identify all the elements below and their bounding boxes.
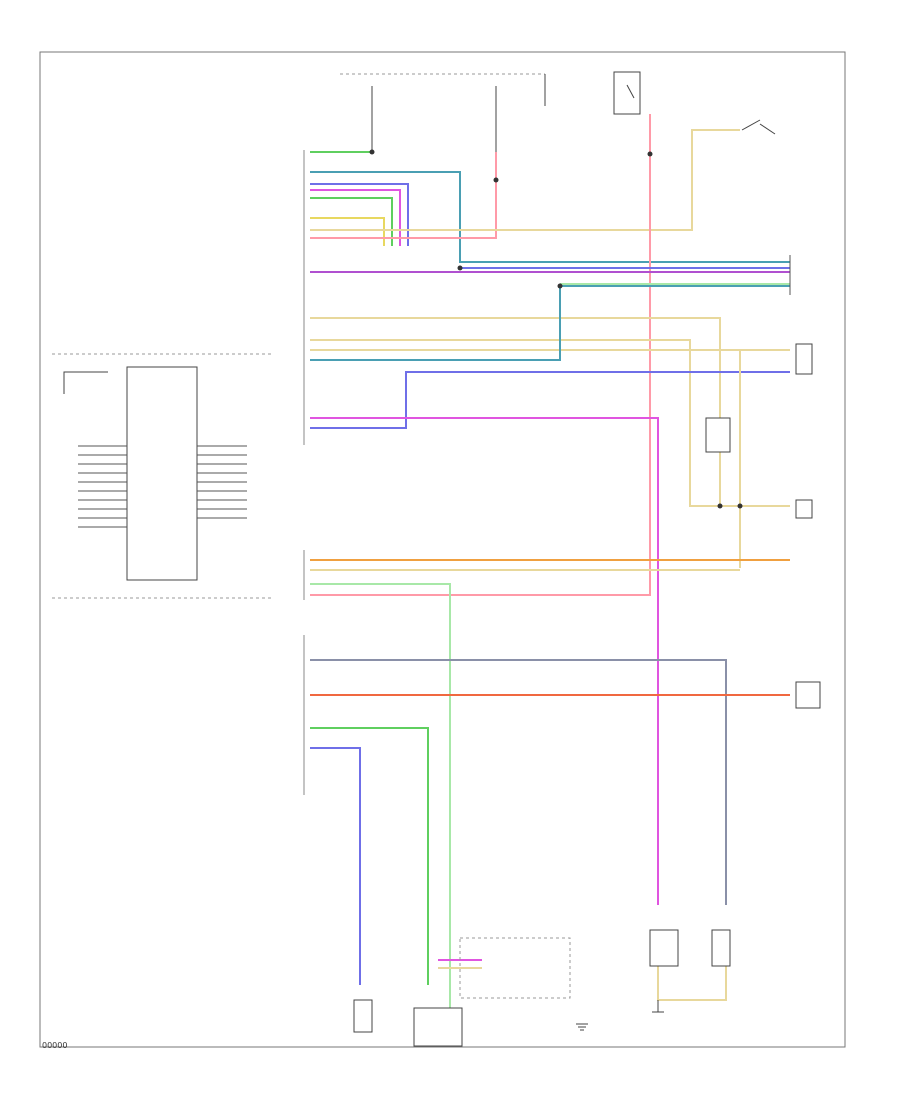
switch-right-relay (705, 417, 731, 453)
wire-teal-top (310, 171, 790, 263)
bottom-sensor-left (353, 999, 373, 1033)
shield-icon (63, 371, 108, 394)
wire-slate (310, 659, 727, 905)
pin-rail-right (197, 445, 247, 519)
module-pinout (52, 353, 272, 599)
sensor-right-3 (795, 681, 821, 709)
wire-tan-top (310, 129, 740, 231)
wire-light-green-lower (310, 727, 429, 985)
wire-tan-ground (657, 960, 727, 1001)
bottom-module-box (413, 1007, 463, 1047)
wire-green-teal (310, 286, 561, 361)
wire-light-green-low (310, 583, 451, 1010)
wire-yellow-top (310, 217, 385, 246)
ignition-switch (613, 71, 641, 115)
diagram-id: 00000 (42, 1041, 67, 1050)
wire-blue-lower (310, 747, 361, 985)
bottom-sensor-enclosure (459, 937, 571, 999)
bottom-switch-right (711, 929, 731, 967)
wire-magenta-top (310, 189, 401, 246)
bottom-relay-right (649, 929, 679, 967)
wire-magenta-mid (310, 417, 659, 905)
wire-blue-top (310, 183, 409, 246)
fuse-block-top (340, 73, 546, 152)
wire-pink-fuse (310, 152, 497, 239)
ground-icon (576, 1000, 664, 1031)
switch-icon (741, 119, 776, 135)
module-right-2 (795, 499, 813, 519)
wire-blue-mid (310, 371, 790, 429)
pin-rail-left (78, 445, 127, 528)
sensor-right-1 (795, 343, 813, 375)
diagram-frame (39, 51, 846, 1048)
splice-icon (369, 149, 743, 509)
wire-pink-ign (310, 114, 651, 596)
control-module-box (126, 366, 198, 581)
